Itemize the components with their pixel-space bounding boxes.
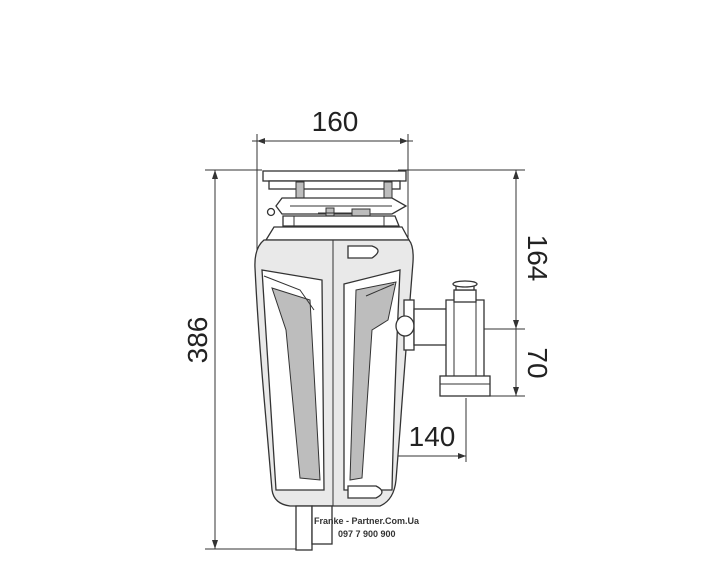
mounting-ring: [266, 197, 408, 227]
bottom-stub: [295, 505, 333, 551]
total-height-label: 386: [182, 317, 213, 364]
width-dimension: 160: [252, 106, 413, 250]
dishwasher-inlet: [395, 299, 415, 351]
inlet-height-label: 164: [522, 235, 553, 282]
outlet-elbow-pipe: [413, 280, 491, 397]
outlet-distance-dimension: 140: [333, 398, 467, 462]
pipe-offset-dimension: 70: [488, 329, 553, 397]
width-label: 160: [312, 106, 359, 137]
total-height-dimension: 386: [182, 169, 300, 550]
outlet-distance-label: 140: [409, 421, 456, 452]
pipe-offset-label: 70: [522, 347, 553, 378]
sink-flange: [262, 170, 407, 199]
upper-collar: [264, 226, 411, 241]
motor-housing: [254, 239, 414, 507]
watermark-phone: 097 7 900 900: [338, 529, 396, 539]
watermark-site: Franke - Partner.Com.Ua: [314, 516, 420, 526]
